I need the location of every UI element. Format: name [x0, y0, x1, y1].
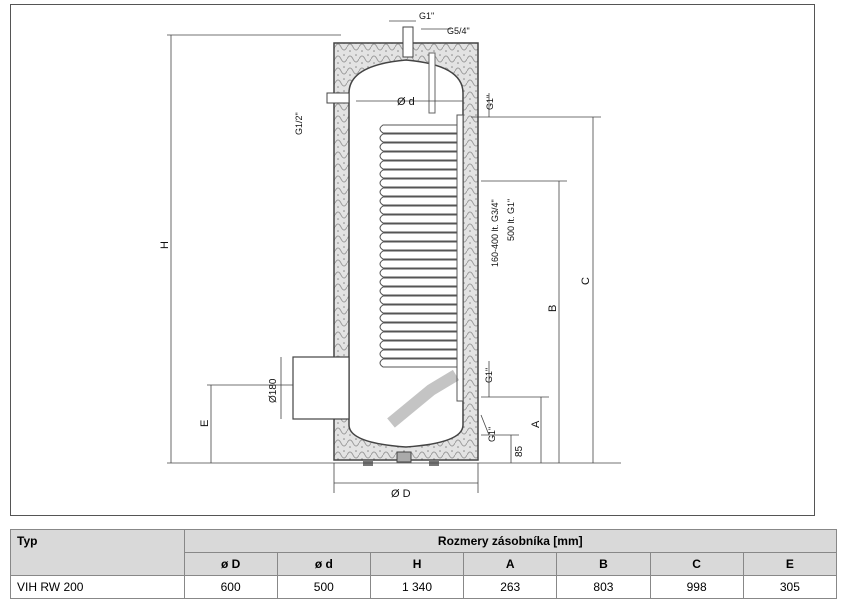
column-header: ø D — [183, 552, 278, 576]
label-coil-top: G1" — [485, 95, 495, 110]
tank-drawing: G1" G5/4" G1/2" Ø d G1" 160-400 lt. G3/4… — [159, 11, 621, 500]
coil-loop — [379, 304, 457, 314]
value-cell: 803 — [556, 575, 651, 599]
label-top-conn2: G5/4" — [447, 26, 470, 36]
column-header: E — [742, 552, 838, 576]
column-header: C — [649, 552, 744, 576]
technical-drawing-frame: G1" G5/4" G1/2" Ø d G1" 160-400 lt. G3/4… — [10, 4, 815, 516]
coil-loop — [379, 187, 457, 197]
top-outlet-pipe — [402, 26, 414, 58]
coil-loop — [379, 295, 457, 305]
column-header: B — [556, 552, 651, 576]
column-header: H — [369, 552, 465, 576]
value-cell: 600 — [183, 575, 278, 599]
label-dim-a: A — [530, 420, 542, 428]
drain — [396, 451, 412, 463]
coil-loop — [379, 268, 457, 278]
label-dim-e: E — [199, 420, 211, 427]
coil-loop — [379, 133, 457, 143]
coil-loop — [379, 286, 457, 296]
coil-loop — [379, 241, 457, 251]
coil-loop — [379, 259, 457, 269]
label-mid-conn2: 500 lt. G1" — [506, 199, 516, 241]
coil-loop — [379, 340, 457, 350]
coil-loop — [379, 214, 457, 224]
value-cell: 1 340 — [369, 575, 465, 599]
label-dim-b: B — [547, 305, 559, 312]
value-cell: 998 — [649, 575, 744, 599]
label-outer-d: Ø D — [391, 488, 411, 500]
inner-tank — [348, 59, 464, 448]
coil-loop — [379, 223, 457, 233]
coil-loop — [379, 331, 457, 341]
label-coil-bottom: G1" — [484, 368, 494, 383]
coil-loop — [379, 142, 457, 152]
column-header: A — [463, 552, 558, 576]
dimensions-group-header: Rozmery zásobníka [mm] — [183, 529, 838, 553]
type-header: Typ — [10, 529, 185, 576]
label-side-left: G1/2" — [294, 112, 304, 135]
coil-loop — [379, 250, 457, 260]
label-top-conn: G1" — [419, 11, 434, 21]
coil-loop — [379, 322, 457, 332]
label-dim-c: C — [580, 277, 592, 285]
value-cell: 305 — [742, 575, 838, 599]
coil-loop — [379, 358, 457, 368]
coil-loop — [379, 349, 457, 359]
value-cell: 500 — [276, 575, 371, 599]
label-dim-85: 85 — [514, 445, 525, 457]
coil-loop — [379, 205, 457, 215]
coil-loop — [379, 124, 457, 134]
flange — [292, 356, 350, 420]
heating-coil — [379, 124, 457, 368]
coil-loop — [379, 160, 457, 170]
coil-return-pipe — [456, 114, 464, 402]
cold-inlet-pipe — [387, 369, 460, 428]
type-cell: VIH RW 200 — [10, 575, 185, 599]
label-bottom-conn: G1" — [487, 427, 497, 442]
value-cell: 263 — [463, 575, 558, 599]
label-inner-d: Ø d — [397, 96, 415, 108]
coil-loop — [379, 169, 457, 179]
coil-loop — [379, 313, 457, 323]
label-dim-h: H — [159, 241, 171, 249]
coil-loop — [379, 178, 457, 188]
left-connector — [326, 92, 350, 104]
label-mid-conn: 160-400 lt. G3/4" — [490, 199, 500, 267]
column-header: ø d — [276, 552, 371, 576]
top-inner-pipe — [428, 52, 436, 114]
coil-loop — [379, 232, 457, 242]
coil-loop — [379, 151, 457, 161]
coil-loop — [379, 277, 457, 287]
label-flange: Ø180 — [268, 378, 279, 403]
coil-loop — [379, 196, 457, 206]
